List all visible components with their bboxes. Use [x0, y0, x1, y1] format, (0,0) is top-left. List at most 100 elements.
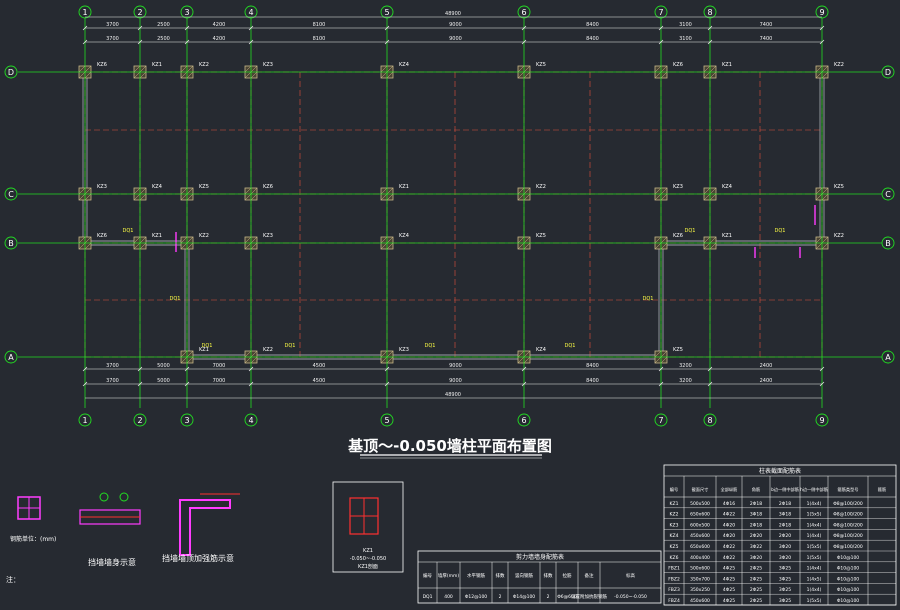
column-tag: KZ2: [536, 184, 546, 190]
bottom-dim-2-tick: [658, 366, 664, 372]
axis-bubble-B: [4, 236, 18, 250]
section-box: KZ1 -0.050~-0.050 KZ1剖面: [332, 481, 404, 573]
column-table-cell: 2Φ20: [779, 533, 791, 539]
column-hatch: [78, 187, 86, 195]
column-table-cell: Φ10@100: [837, 587, 859, 593]
bottom-dim-tick: [184, 381, 190, 387]
column-table-cell: 450x600: [690, 533, 710, 539]
bottom-dim-2-tick: [248, 366, 254, 372]
axis-label-8: 8: [707, 416, 712, 425]
top-dim-2-label: 2500: [157, 36, 170, 42]
bottom-dim-tick: [707, 381, 713, 387]
axis-label-8: 8: [707, 8, 712, 17]
top-dim-label: 2500: [157, 22, 170, 28]
wall-table-cell: DQ1: [423, 594, 433, 600]
column-tag: KZ5: [673, 347, 683, 353]
top-dim-2-tick: [658, 39, 664, 45]
bottom-dim-label: 8400: [586, 378, 599, 384]
axis-label-1: 1: [82, 416, 87, 425]
column-table-cell: 1(4x4): [807, 533, 822, 539]
column-tag: KZ4: [399, 62, 409, 68]
axis-bubble-5: [380, 5, 394, 19]
wall-table-header: 排数: [544, 572, 553, 579]
axis-label-C: C: [885, 190, 891, 199]
column-table-cell: Φ10@100: [837, 566, 859, 572]
bottom-dim-label: 3700: [106, 378, 119, 384]
top-dim-2-tick: [521, 39, 527, 45]
wall-table-header: 编号: [423, 572, 432, 579]
column-tag: KZ6: [673, 62, 683, 68]
top-dim-2-label: 8100: [313, 36, 326, 42]
column-table-header: 编号: [670, 486, 678, 493]
bottom-dim-tick: [82, 381, 88, 387]
column-table-cell: FBZ3: [668, 587, 680, 593]
axis-label-D: D: [885, 68, 891, 77]
wall-tag: DQ1: [285, 343, 296, 349]
column-table-cell: 4Φ22: [723, 544, 735, 550]
axis-bubble-7: [654, 5, 668, 19]
bottom-dim-label: 9000: [449, 378, 462, 384]
detail-bubble: [119, 492, 129, 502]
column-hatch: [517, 236, 525, 244]
column-table-cell: KZ1: [670, 501, 679, 507]
axis-bubble-5: [380, 413, 394, 427]
axis-label-4: 4: [248, 8, 253, 17]
column-table-cell: 1(5x5): [807, 512, 822, 518]
column-table-cell: Φ8@100/200: [833, 501, 863, 507]
column-table-cell: 1(4x4): [807, 566, 822, 572]
column-hatch: [186, 193, 194, 201]
bottom-dim-label: 4500: [313, 378, 326, 384]
column-table-cell: 500x500: [690, 501, 710, 507]
column-table-cell: 2Φ25: [750, 566, 762, 572]
column-hatch: [703, 187, 711, 195]
top-dim-label: 3700: [106, 22, 119, 28]
column-table-cell: 350x250: [690, 587, 710, 593]
top-dim-tick: [184, 25, 190, 31]
section-bottom-tag: KZ1剖面: [358, 563, 378, 570]
axis-bubble-3: [180, 413, 194, 427]
bottom-dim-2-tick: [521, 366, 527, 372]
bottom-dim-2-label: 8400: [586, 363, 599, 369]
column-table-cell: 4Φ16: [723, 501, 735, 507]
axis-bubble-9: [815, 5, 829, 19]
column-table-cell: 3Φ18: [750, 512, 762, 518]
column-tag: KZ2: [199, 62, 209, 68]
column-table-cell: 1(4x5): [807, 576, 822, 582]
axis-label-2: 2: [137, 8, 142, 17]
column-tag: KZ6: [673, 233, 683, 239]
column-table-cell: 650x600: [690, 512, 710, 518]
column-table-cell: 3Φ25: [779, 566, 791, 572]
column-table-cell: 2Φ18: [750, 501, 762, 507]
axis-label-9: 9: [819, 8, 824, 17]
column-hatch: [815, 65, 823, 73]
column-table-cell: Φ8@100/200: [833, 544, 863, 550]
column-hatch: [709, 193, 717, 201]
column-table-cell: 350x700: [690, 576, 710, 582]
column-table-header: 箍筋类型号: [838, 486, 859, 493]
column-table-cell: Φ10@100: [837, 555, 859, 561]
column-hatch: [250, 71, 258, 79]
bottom-dim-tick: [384, 381, 390, 387]
column-hatch: [139, 193, 147, 201]
wall-table-header: 拉筋: [563, 572, 572, 579]
wall-table-header: 备注: [585, 572, 594, 579]
column-hatch: [815, 236, 823, 244]
axis-label-D: D: [8, 68, 14, 77]
axis-bubble-8: [703, 413, 717, 427]
column-table-cell: 2Φ20: [750, 533, 762, 539]
bottom-dim-2-label: 2400: [760, 363, 773, 369]
section-frame: [332, 481, 404, 573]
wall-table-header: 水平钢筋: [467, 572, 485, 579]
axis-bubble-D: [881, 65, 895, 79]
axis-bubble-2: [133, 5, 147, 19]
axis-label-5: 5: [384, 8, 389, 17]
column-hatch: [523, 193, 531, 201]
column-table-cell: 1(4x4): [807, 501, 822, 507]
bottom-dim-2-tick: [82, 366, 88, 372]
overall-dim-label: 48900: [445, 11, 461, 17]
axis-bubble-1: [78, 5, 92, 19]
column-hatch: [654, 187, 662, 195]
column-table-cell: 450x600: [690, 598, 710, 604]
